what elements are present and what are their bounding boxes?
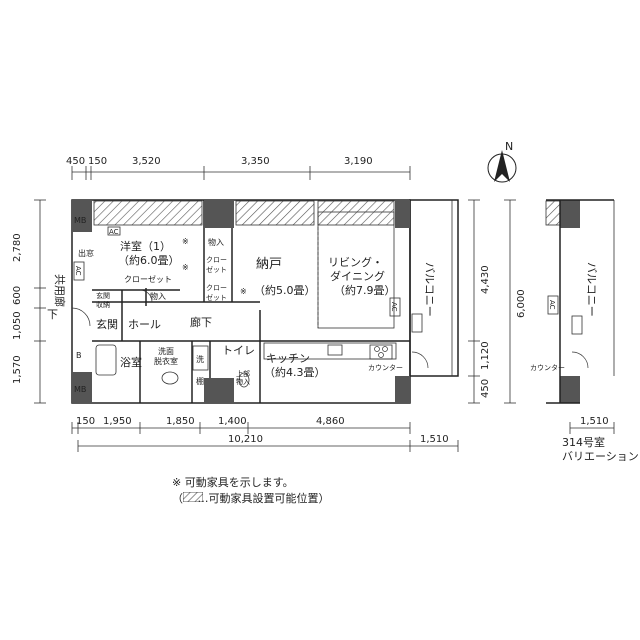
ac-label: AC	[390, 302, 398, 312]
room-living-size: （約7.9畳）	[334, 283, 396, 297]
left-dimension-line	[34, 199, 46, 404]
closet-wide: クローゼット	[124, 274, 172, 284]
dim-top-2: 3,520	[132, 156, 161, 167]
counter: カウンター	[368, 363, 403, 372]
closet-a1: クロー	[206, 256, 227, 264]
dim-bottom-2: 1,850	[166, 416, 195, 427]
washer-label: 洗	[196, 354, 204, 364]
dim-bottom-4: 4,860	[316, 416, 345, 427]
burner-icon	[378, 352, 384, 358]
variation-title-2: バリエーション	[562, 450, 639, 463]
dim-top-4: 3,190	[344, 156, 373, 167]
dim-balcony-depth: 1,510	[420, 434, 449, 445]
note-installable: （ …可動家具設置可能位置）	[172, 492, 330, 505]
hatch-storage-room	[235, 200, 315, 226]
mark-3: ※	[240, 287, 247, 296]
compass-icon	[487, 150, 517, 183]
dim-right-0: 4,430	[480, 265, 491, 294]
dim-left-2: 1,050	[12, 311, 23, 340]
mark-2: ※	[182, 263, 189, 272]
dim-left-0: 2,780	[12, 233, 23, 262]
room-dining: ダイニング	[330, 269, 385, 283]
room-bathroom: 浴室	[120, 355, 142, 369]
dim-total-width: 10,210	[228, 434, 263, 445]
dim-right-1: 6,000	[516, 289, 527, 318]
corridor-label: 共用廊	[53, 274, 67, 307]
washbasin	[161, 371, 179, 385]
ac-units	[73, 226, 583, 335]
room-entrance: 玄関	[96, 317, 118, 331]
mb-top: MB	[74, 216, 86, 225]
washer-box	[192, 345, 209, 371]
genkan-storage-2: 収納	[96, 300, 110, 309]
storage-small-1: 物入	[208, 237, 224, 247]
dim-right-2: 1,120	[480, 341, 491, 370]
room-balcony-variation: バルコニー	[585, 262, 598, 317]
room-hallway: 廊下	[190, 315, 212, 329]
dim-left-3: 1,570	[12, 355, 23, 384]
room-hall: ホール	[128, 318, 161, 331]
variation-title-1: 314号室	[562, 435, 605, 449]
dim-top-0: 450	[66, 156, 85, 167]
room-storage-size: （約5.0畳）	[254, 283, 316, 297]
bottom-dimension-line	[71, 422, 459, 452]
dim-right-3: 450	[480, 379, 491, 398]
closet-b2: ゼット	[206, 293, 227, 302]
toilet-bowl	[238, 372, 250, 388]
room-toilet: トイレ	[222, 344, 255, 357]
ac-label: AC	[548, 300, 556, 310]
room-balcony: バルコニー	[423, 262, 436, 317]
storage-small-2: 物入	[150, 291, 166, 301]
right-dimension-line	[468, 199, 516, 404]
walls	[71, 199, 459, 404]
compass-north: N	[505, 140, 513, 153]
closet-a2: ゼット	[206, 265, 227, 274]
burner-icon	[382, 346, 388, 352]
shelf-label: 棚	[196, 376, 204, 386]
dim-bottom-3: 1,400	[218, 416, 247, 427]
room-western: 洋室（1）	[120, 239, 171, 253]
dim-bottom-0: 150	[76, 416, 95, 427]
ac-label: AC	[109, 228, 119, 236]
counter-variation: カウンター	[530, 363, 565, 372]
window-bay: 出窓	[78, 248, 94, 258]
room-storage: 納戸	[256, 257, 282, 272]
wall-columns	[72, 200, 580, 403]
hatch-western-room	[93, 200, 203, 226]
door-swings	[71, 289, 589, 369]
dim-top-1: 150	[88, 156, 107, 167]
dim-variation: 1,510	[580, 416, 609, 427]
hatch-legend-icon	[183, 492, 203, 502]
stove	[369, 344, 393, 360]
top-dimension-line	[71, 166, 411, 180]
room-kitchen-size: （約4.3畳）	[264, 365, 326, 379]
room-living: リビング・	[328, 255, 383, 269]
bathtub	[95, 344, 117, 376]
kitchen-counter	[263, 342, 397, 360]
dim-bottom-1: 1,950	[103, 416, 132, 427]
room-western-size: （約6.0畳）	[118, 253, 180, 267]
b-label: B	[76, 351, 82, 360]
mb-bottom: MB	[74, 385, 86, 394]
room-kitchen: キッチン	[266, 352, 310, 365]
sink	[327, 344, 343, 356]
room-washroom-2: 脱衣室	[154, 356, 178, 366]
genkan-storage-1: 玄関	[96, 291, 110, 300]
corridor-label-2: 下	[47, 308, 58, 321]
closet-b1: クロー	[206, 284, 227, 292]
note-movable: ※ 可動家具を示します。	[172, 476, 294, 489]
toilet-storage-1: 上部	[236, 369, 250, 378]
toilet-storage-2: 物入	[236, 377, 250, 386]
dim-top-3: 3,350	[241, 156, 270, 167]
dim-left-1: 600	[12, 286, 23, 305]
variation-plan	[546, 199, 614, 404]
mark-1: ※	[182, 237, 189, 246]
room-washroom-1: 洗面	[158, 346, 174, 356]
hatch-variation	[545, 200, 561, 226]
variation-dimension-line	[569, 422, 615, 434]
burner-icon	[374, 346, 380, 352]
hatch-living	[317, 200, 395, 226]
ac-label: AC	[74, 266, 82, 276]
